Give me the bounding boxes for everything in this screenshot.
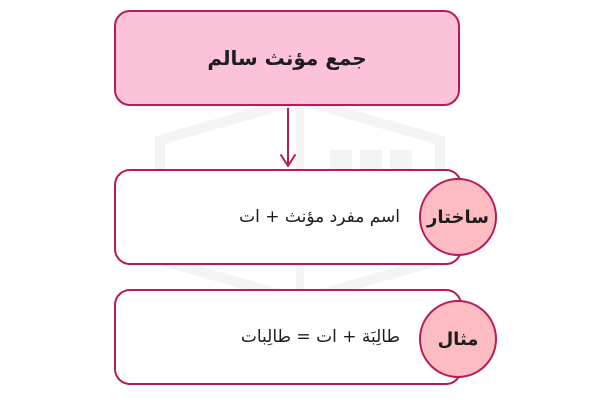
structure-badge-label: ساختار [427, 206, 489, 228]
structure-badge: ساختار [419, 178, 497, 256]
structure-row: اسم مفرد مؤنث + ات [114, 169, 462, 265]
down-arrow-icon [280, 108, 296, 167]
example-text: طالِبَة + ات = طالِبات [240, 327, 400, 347]
example-badge-label: مثال [437, 328, 479, 350]
diagram-title: جمع مؤنث سالم [207, 46, 367, 70]
structure-text: اسم مفرد مؤنث + ات [239, 207, 400, 227]
title-box: جمع مؤنث سالم [114, 10, 460, 106]
example-badge: مثال [419, 300, 497, 378]
example-row: طالِبَة + ات = طالِبات [114, 289, 462, 385]
